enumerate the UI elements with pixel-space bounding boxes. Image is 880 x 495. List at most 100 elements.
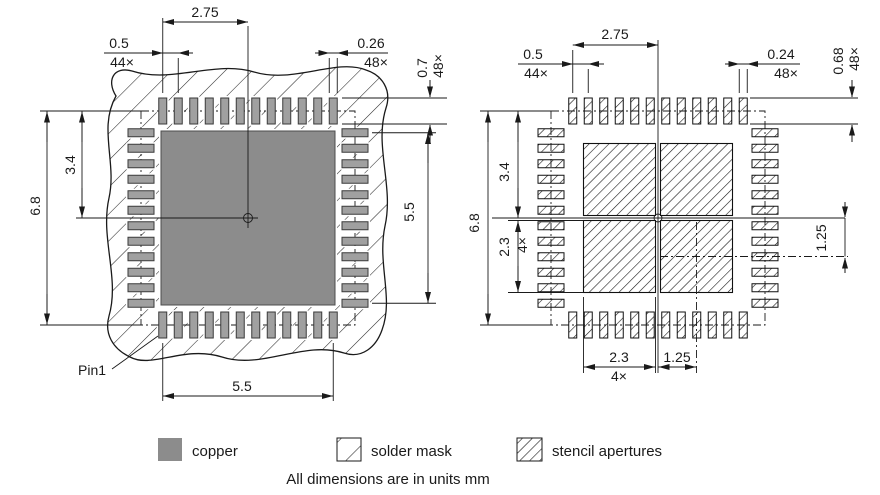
stencil-aperture bbox=[537, 267, 565, 277]
stencil-aperture bbox=[537, 283, 565, 293]
dim-aperture-length-count: 48× bbox=[846, 47, 862, 71]
dim-thermal-pad-label: 5.5 bbox=[232, 378, 252, 394]
dimension-line bbox=[111, 335, 159, 370]
dim-half-height-label: 3.4 bbox=[496, 162, 512, 182]
copper-pad bbox=[341, 143, 369, 153]
left-diagram-copper-soldermask bbox=[40, 18, 447, 401]
copper-pad bbox=[127, 252, 155, 262]
copper-pad bbox=[220, 97, 230, 125]
stencil-aperture bbox=[723, 97, 733, 125]
dim-aperture-pitch-value: 0.5 bbox=[523, 46, 543, 62]
stencil-aperture-ring bbox=[537, 97, 779, 339]
dim-overall-height-label: 6.8 bbox=[466, 213, 482, 233]
stencil-aperture bbox=[645, 97, 655, 125]
stencil-aperture bbox=[599, 97, 609, 125]
copper-pad bbox=[127, 221, 155, 231]
stencil-aperture bbox=[537, 221, 565, 231]
copper-pad bbox=[341, 267, 369, 277]
copper-pad bbox=[220, 311, 230, 339]
copper-pad bbox=[341, 174, 369, 184]
dim-window-offset-label: 1.25 bbox=[813, 224, 829, 251]
stencil-aperture bbox=[614, 97, 624, 125]
stencil-windows bbox=[582, 142, 734, 294]
stencil-aperture bbox=[661, 97, 671, 125]
copper-pad bbox=[204, 97, 214, 125]
dim-window-offset-bottom-label: 1.25 bbox=[663, 349, 690, 365]
dim-window-size-count: 4× bbox=[514, 237, 530, 253]
stencil-swatch bbox=[516, 437, 543, 462]
stencil-aperture bbox=[738, 97, 748, 125]
copper-pad bbox=[328, 97, 338, 125]
copper-pad bbox=[341, 252, 369, 262]
copper-pad bbox=[328, 311, 338, 339]
stencil-aperture bbox=[537, 252, 565, 262]
copper-pad bbox=[173, 311, 183, 339]
dim-aperture-width-count: 48× bbox=[774, 65, 798, 81]
stencil-aperture bbox=[707, 97, 717, 125]
stencil-aperture bbox=[751, 128, 779, 138]
stencil-aperture bbox=[751, 174, 779, 184]
stencil-aperture bbox=[537, 298, 565, 308]
center-mark bbox=[492, 40, 848, 373]
copper-pad bbox=[266, 311, 276, 339]
dim-pad-pitch-value: 0.5 bbox=[109, 35, 129, 51]
right-dimension-lines bbox=[480, 42, 858, 373]
stencil-aperture bbox=[614, 311, 624, 339]
copper-pad bbox=[189, 97, 199, 125]
copper-pad bbox=[127, 236, 155, 246]
dim-aperture-pitch-count: 44× bbox=[524, 65, 548, 81]
stencil-window bbox=[659, 142, 734, 217]
dim-half-height-label: 3.4 bbox=[62, 155, 78, 175]
dim-pad-pitch-count: 44× bbox=[110, 54, 134, 70]
stencil-aperture bbox=[583, 97, 593, 125]
copper-pad bbox=[173, 97, 183, 125]
dim-pad-width-count: 48× bbox=[364, 54, 388, 70]
solder-mask-swatch bbox=[336, 437, 362, 462]
copper-pad bbox=[235, 97, 245, 125]
stencil-aperture bbox=[568, 97, 578, 125]
stencil-aperture bbox=[751, 205, 779, 215]
copper-pad bbox=[251, 311, 261, 339]
stencil-aperture bbox=[692, 97, 702, 125]
legend-copper-label: copper bbox=[192, 443, 238, 460]
copper-pad bbox=[341, 236, 369, 246]
copper-pad bbox=[313, 97, 323, 125]
legend-solder-mask-label: solder mask bbox=[371, 443, 452, 460]
copper-pad bbox=[127, 174, 155, 184]
stencil-aperture bbox=[751, 283, 779, 293]
stencil-aperture bbox=[537, 205, 565, 215]
copper-pad bbox=[341, 159, 369, 169]
copper-pad bbox=[282, 97, 292, 125]
copper-pads-ring bbox=[127, 97, 369, 339]
copper-pad bbox=[297, 311, 307, 339]
stencil-aperture bbox=[537, 143, 565, 153]
stencil-aperture bbox=[537, 159, 565, 169]
center-mark bbox=[76, 26, 258, 228]
dim-pad-length-count: 48× bbox=[430, 54, 446, 78]
stencil-aperture bbox=[751, 298, 779, 308]
stencil-aperture bbox=[537, 190, 565, 200]
copper-pad bbox=[158, 97, 168, 125]
copper-pad bbox=[251, 97, 261, 125]
stencil-aperture bbox=[707, 311, 717, 339]
dim-pad-width-value: 0.26 bbox=[357, 35, 384, 51]
stencil-aperture bbox=[676, 97, 686, 125]
dim-window-size-value: 2.3 bbox=[496, 237, 512, 257]
dim-window-size-bottom-count: 4× bbox=[611, 368, 627, 384]
dim-overall-height-label: 6.8 bbox=[27, 196, 43, 216]
dim-center-offset-label: 2.75 bbox=[191, 4, 218, 20]
stencil-aperture bbox=[568, 311, 578, 339]
units-note: All dimensions are in units mm bbox=[286, 471, 489, 488]
stencil-window bbox=[582, 219, 657, 294]
copper-pad bbox=[127, 205, 155, 215]
stencil-aperture bbox=[599, 311, 609, 339]
copper-pad bbox=[235, 311, 245, 339]
copper-pad bbox=[341, 128, 369, 138]
left-dimension-lines bbox=[40, 18, 447, 401]
stencil-aperture bbox=[676, 311, 686, 339]
copper-pad bbox=[266, 97, 276, 125]
stencil-aperture bbox=[537, 128, 565, 138]
stencil-aperture bbox=[630, 311, 640, 339]
dim-aperture-length-value: 0.68 bbox=[830, 47, 846, 74]
